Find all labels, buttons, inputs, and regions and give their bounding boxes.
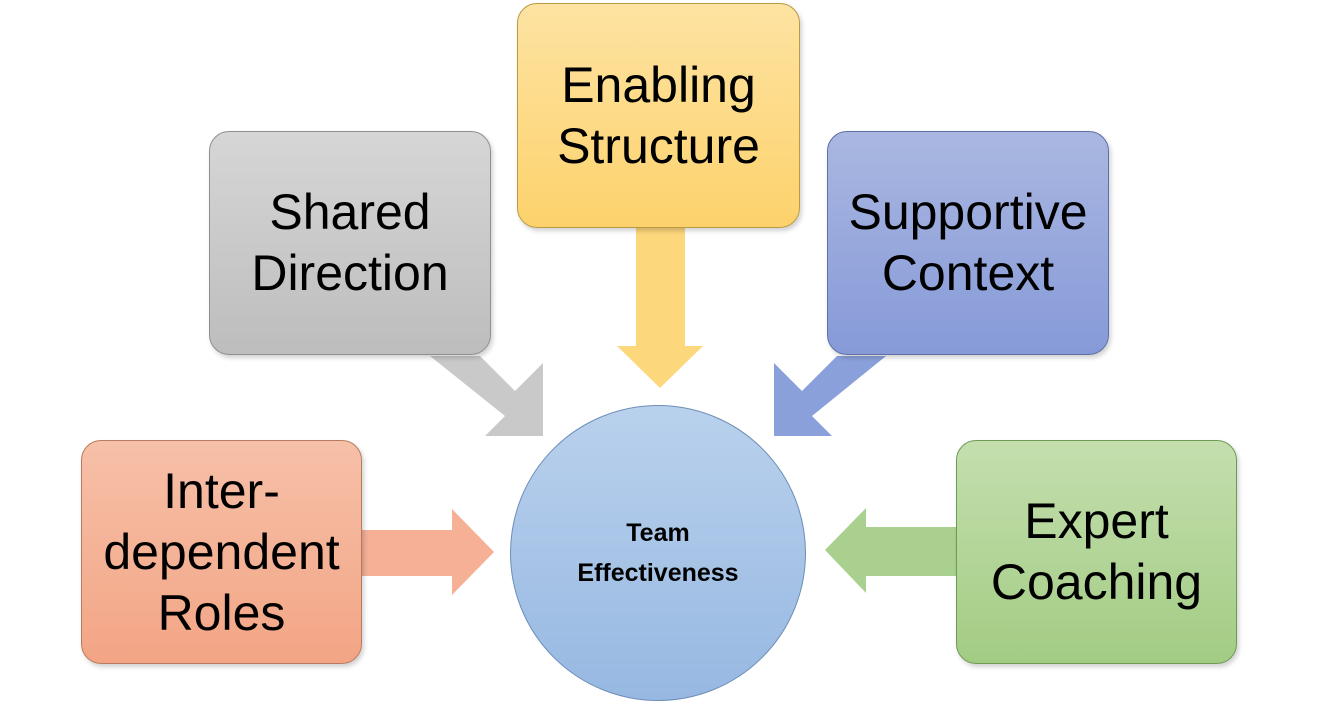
arrow-expert-coaching [825, 508, 956, 593]
node-supportive-context: Supportive Context [827, 131, 1109, 355]
node-label-line: Context [881, 245, 1055, 301]
arrow-interdependent-roles [362, 509, 494, 595]
node-label-line: Enabling [561, 56, 756, 113]
node-shared-direction: Shared Direction [209, 131, 491, 355]
node-label-line: Expert [1024, 493, 1169, 549]
node-label-line: Coaching [990, 554, 1203, 610]
node-label-line: Roles [157, 584, 286, 641]
node-label-line: Inter- [163, 462, 280, 519]
center-label-line: Effectiveness [577, 559, 739, 587]
center-circle-team-effectiveness: Team Effectiveness [510, 405, 806, 701]
center-label-line: Team [626, 519, 690, 547]
node-label-line: Structure [557, 117, 760, 174]
node-enabling-structure: Enabling Structure [517, 3, 800, 228]
arrow-enabling-structure [617, 228, 703, 388]
node-label-line: Shared [269, 184, 431, 240]
node-interdependent-roles: Inter- dependent Roles [81, 440, 362, 664]
node-label-line: Supportive [848, 184, 1088, 240]
node-expert-coaching: Expert Coaching [956, 440, 1237, 664]
arrow-supportive-context [774, 356, 886, 436]
node-label-line: Direction [251, 245, 449, 301]
node-label-line: dependent [103, 523, 340, 580]
arrow-shared-direction [430, 356, 543, 436]
